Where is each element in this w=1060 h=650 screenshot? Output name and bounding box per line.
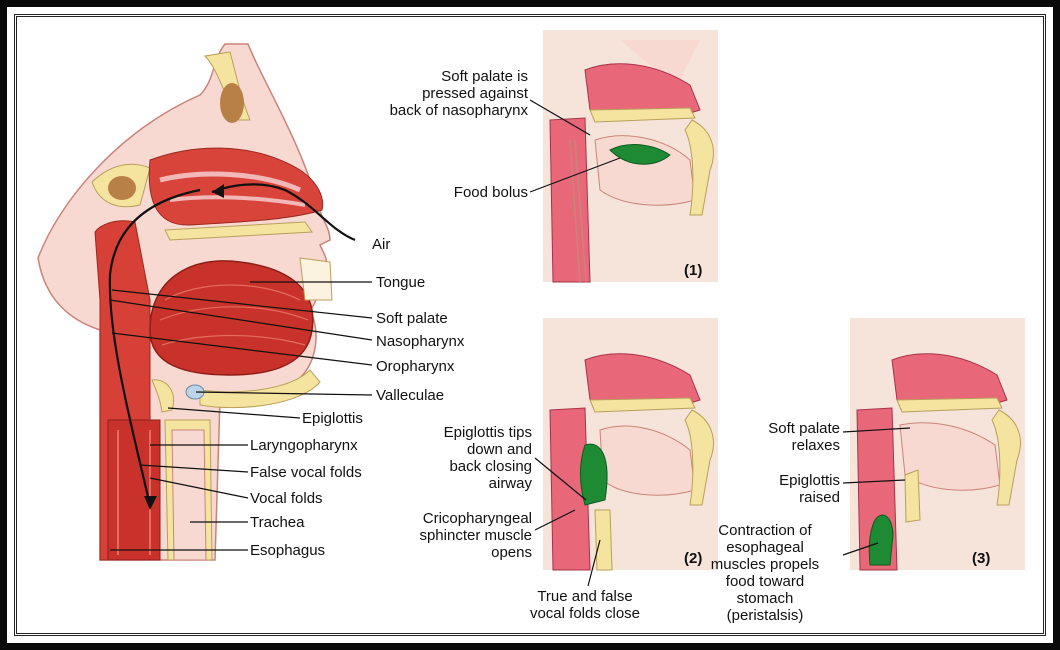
- panel-3: [843, 318, 1025, 570]
- p1-food-bolus-label: Food bolus: [400, 184, 528, 201]
- label-tongue: Tongue: [376, 274, 425, 291]
- p1-soft-palate-note: Soft palate is pressed against back of n…: [350, 68, 528, 119]
- label-oropharynx: Oropharynx: [376, 358, 454, 375]
- p1-note-line: back of nasopharynx: [350, 102, 528, 119]
- p2-sphincter-note: Cricopharyngeal sphincter muscle opens: [370, 510, 532, 561]
- label-false-vocal-folds: False vocal folds: [250, 464, 362, 481]
- label-soft-palate: Soft palate: [376, 310, 448, 327]
- p2-bolus: [580, 444, 607, 505]
- p3-note-line: food toward: [690, 573, 840, 590]
- p2-note-line: Epiglottis tips: [380, 424, 532, 441]
- p3-note-line: Epiglottis: [700, 472, 840, 489]
- p2-note-line: True and false: [510, 588, 660, 605]
- label-valleculae: Valleculae: [376, 387, 444, 404]
- p3-note-line: Contraction of: [690, 522, 840, 539]
- trachea-lumen: [172, 430, 206, 560]
- label-air: Air: [372, 236, 390, 253]
- teeth: [300, 258, 332, 300]
- p1-note-line: pressed against: [350, 85, 528, 102]
- main-sagittal-view: [38, 44, 372, 560]
- p1-note-line: Soft palate is: [350, 68, 528, 85]
- p3-note-line: relaxes: [700, 437, 840, 454]
- panel-1-number: (1): [684, 262, 702, 279]
- p3-note-line: esophageal: [690, 539, 840, 556]
- label-epiglottis: Epiglottis: [302, 410, 363, 427]
- p2-note-line: opens: [370, 544, 532, 561]
- p3-contraction-note: Contraction of esophageal muscles propel…: [690, 522, 840, 624]
- p2-note-line: airway: [380, 475, 532, 492]
- p3-note-line: raised: [700, 489, 840, 506]
- p2-note-line: down and: [380, 441, 532, 458]
- p3-note-line: (peristalsis): [690, 607, 840, 624]
- frontal-sinus: [220, 83, 244, 123]
- p3-note-line: stomach: [690, 590, 840, 607]
- p2-note-line: sphincter muscle: [370, 527, 532, 544]
- label-trachea: Trachea: [250, 514, 304, 531]
- label-esophagus: Esophagus: [250, 542, 325, 559]
- p3-note-line: muscles propels: [690, 556, 840, 573]
- p2-vocal-note: True and false vocal folds close: [510, 588, 660, 622]
- p3-epiglottis-note: Epiglottis raised: [700, 472, 840, 506]
- panel-3-number: (3): [972, 550, 990, 567]
- sphenoid-sinus: [108, 176, 136, 200]
- tongue-muscle: [150, 261, 313, 375]
- label-laryngopharynx: Laryngopharynx: [250, 437, 358, 454]
- p3-note-line: Soft palate: [700, 420, 840, 437]
- p3-soft-palate-note: Soft palate relaxes: [700, 420, 840, 454]
- p2-epiglottis-note: Epiglottis tips down and back closing ai…: [380, 424, 532, 492]
- label-vocal-folds: Vocal folds: [250, 490, 323, 507]
- panel-1: [530, 30, 718, 282]
- label-nasopharynx: Nasopharynx: [376, 333, 464, 350]
- p2-note-line: Cricopharyngeal: [370, 510, 532, 527]
- p2-note-line: vocal folds close: [510, 605, 660, 622]
- p2-note-line: back closing: [380, 458, 532, 475]
